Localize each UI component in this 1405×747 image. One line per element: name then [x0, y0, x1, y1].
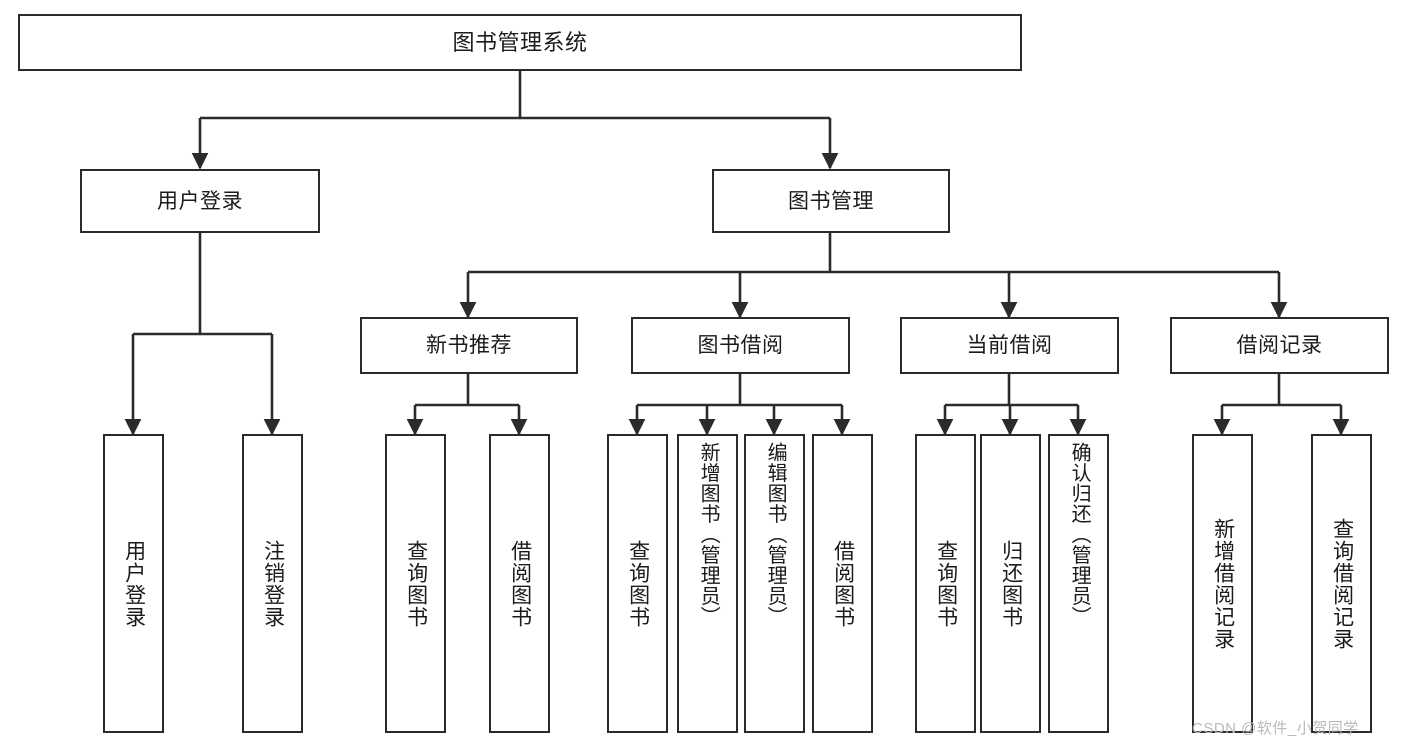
node-label: 借阅图书 — [831, 539, 855, 628]
leaf-borrow-book-borrowing[interactable]: 借阅图书 — [812, 434, 873, 733]
leaf-borrow-book-recommendation[interactable]: 借阅图书 — [489, 434, 550, 733]
leaf-return-book[interactable]: 归还图书 — [980, 434, 1041, 733]
node-label: 借阅记录 — [1236, 334, 1323, 357]
node-label: 借阅图书 — [508, 539, 532, 628]
node-book-management[interactable]: 图书管理 — [712, 169, 950, 233]
leaf-logout[interactable]: 注销登录 — [242, 434, 303, 733]
node-label: 查询图书 — [626, 539, 650, 628]
leaf-query-book-current[interactable]: 查询图书 — [915, 434, 976, 733]
node-label: 归还图书 — [999, 539, 1023, 628]
leaf-add-book-admin[interactable]: 新增图书（管理员） — [677, 434, 738, 733]
node-label: 新书推荐 — [426, 334, 512, 357]
node-borrowing-record[interactable]: 借阅记录 — [1170, 317, 1389, 374]
node-label: 图书借阅 — [697, 334, 784, 357]
node-user-login[interactable]: 用户登录 — [80, 169, 320, 233]
node-label: 新增借阅记录 — [1211, 517, 1235, 650]
node-label: 新增图书（管理员） — [697, 442, 720, 627]
leaf-confirm-return-admin[interactable]: 确认归还（管理员） — [1048, 434, 1109, 733]
node-label: 查询借阅记录 — [1330, 517, 1354, 650]
node-root-book-management-system[interactable]: 图书管理系统 — [18, 14, 1022, 71]
leaf-user-login[interactable]: 用户登录 — [103, 434, 164, 733]
node-label: 查询图书 — [934, 539, 958, 628]
watermark: CSDN @软件_小贺同学 — [1192, 720, 1359, 737]
node-label: 当前借阅 — [966, 334, 1053, 357]
node-label: 查询图书 — [404, 539, 428, 628]
leaf-query-book-recommendation[interactable]: 查询图书 — [385, 434, 446, 733]
leaf-add-borrow-record[interactable]: 新增借阅记录 — [1192, 434, 1253, 733]
node-new-book-recommendation[interactable]: 新书推荐 — [360, 317, 578, 374]
node-label: 图书管理 — [788, 189, 874, 213]
leaf-edit-book-admin[interactable]: 编辑图书（管理员） — [744, 434, 805, 733]
node-label: 确认归还（管理员） — [1068, 442, 1091, 627]
node-label: 图书管理系统 — [452, 29, 588, 55]
node-label: 注销登录 — [261, 539, 285, 628]
node-label: 用户登录 — [157, 189, 243, 213]
node-current-borrowing[interactable]: 当前借阅 — [900, 317, 1119, 374]
leaf-query-borrow-record[interactable]: 查询借阅记录 — [1311, 434, 1372, 733]
node-label: 编辑图书（管理员） — [764, 442, 787, 627]
node-label: 用户登录 — [122, 539, 146, 628]
node-book-borrowing[interactable]: 图书借阅 — [631, 317, 850, 374]
leaf-query-book-borrowing[interactable]: 查询图书 — [607, 434, 668, 733]
